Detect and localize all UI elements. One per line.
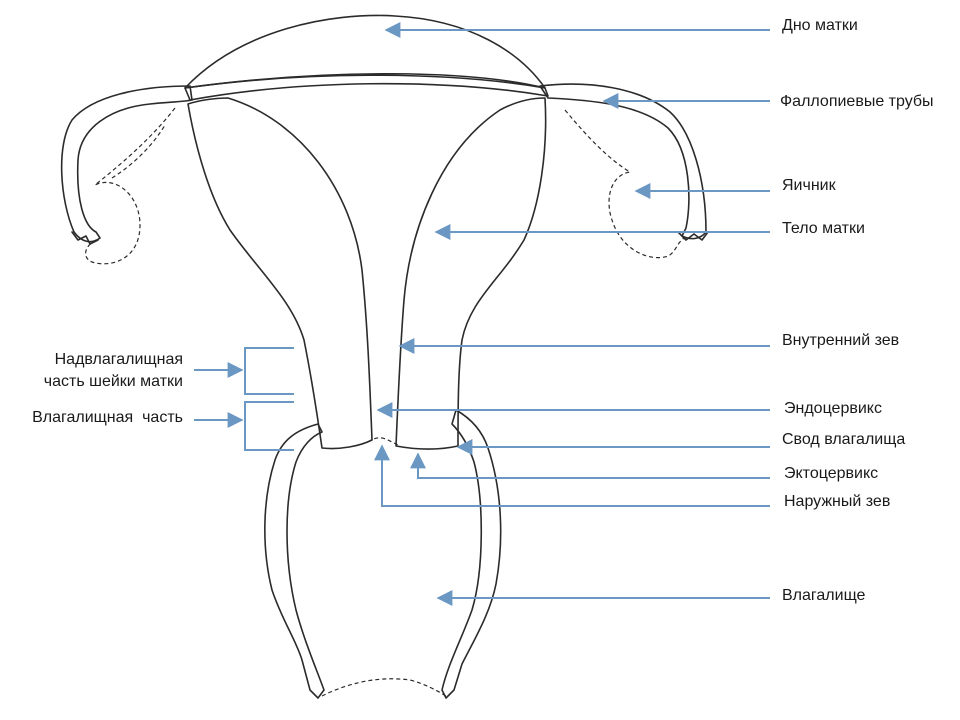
label-uterus-body: Тело матки bbox=[782, 220, 865, 237]
left-fallopian-tube bbox=[60, 85, 193, 243]
label-supravaginal-line1: Надвлагалищная bbox=[55, 351, 183, 368]
leaders-left bbox=[194, 347, 294, 451]
bracket-vaginal-part bbox=[244, 401, 294, 451]
label-supravaginal-line2: часть шейки матки bbox=[44, 373, 183, 390]
label-ectocervix: Эктоцервикс bbox=[784, 465, 878, 482]
external-os-marks bbox=[367, 437, 401, 447]
label-external-os: Наружный зев bbox=[784, 493, 890, 510]
label-endocervix: Эндоцервикс bbox=[784, 400, 882, 417]
label-vaginal-part: Влагалищная часть bbox=[32, 409, 183, 426]
right-fallopian-tube bbox=[539, 83, 707, 240]
bracket-supravaginal bbox=[244, 347, 294, 395]
fundus-shape bbox=[184, 14, 546, 89]
leader-external-os bbox=[374, 444, 770, 507]
left-uterine-wall bbox=[187, 97, 373, 450]
label-vagina: Влагалище bbox=[782, 587, 866, 604]
labels: Дно матки Фаллопиевые трубы Яичник Тело … bbox=[32, 17, 933, 604]
label-internal-os: Внутренний зев bbox=[782, 332, 899, 349]
label-fallopian-tubes: Фаллопиевые трубы bbox=[780, 93, 934, 110]
leaders-right bbox=[374, 22, 770, 606]
label-ovary: Яичник bbox=[782, 177, 837, 194]
left-vaginal-wall bbox=[264, 423, 325, 699]
vaginal-opening bbox=[321, 678, 447, 697]
right-uterine-wall bbox=[395, 97, 547, 450]
left-ovary bbox=[85, 107, 176, 265]
label-vaginal-fornix: Свод влагалища bbox=[782, 431, 905, 448]
right-ovary bbox=[564, 109, 685, 259]
anatomy-drawing bbox=[60, 14, 709, 699]
right-vaginal-wall bbox=[441, 409, 502, 699]
leader-ectocervix bbox=[410, 452, 770, 479]
label-fundus: Дно матки bbox=[782, 17, 858, 34]
